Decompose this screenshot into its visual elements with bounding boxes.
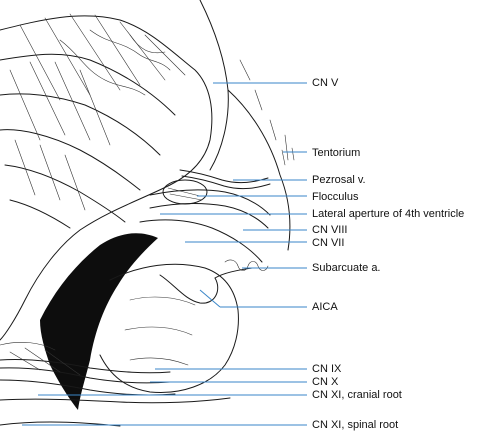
dark-cavity [40,233,158,410]
label-lateral-aperture: Lateral aperture of 4th ventricle [312,208,465,220]
label-cn-ix: CN IX [312,363,342,375]
nerve-bundle-drawing [139,169,271,263]
lower-cranial-nerves-drawing [0,341,231,427]
tentorium-drawing [199,0,295,251]
cerebellum-drawing [0,13,213,341]
leader-lines [22,82,307,426]
label-cn-xi-spinal: CN XI, spinal root [312,419,399,431]
label-flocculus: Flocculus [312,191,359,203]
lower-mass-drawing [99,259,269,394]
label-cn-vii: CN VII [312,237,345,249]
label-aica: AICA [312,301,338,313]
label-subarcuate-a: Subarcuate a. [312,262,381,274]
label-cn-x: CN X [312,376,339,388]
label-cn-viii: CN VIII [312,224,348,236]
leader-aica-diag [199,289,221,308]
label-tentorium: Tentorium [312,147,361,159]
label-petrosal-v: Pezrosal v. [312,174,366,186]
label-cn-v: CN V [312,77,339,89]
label-cn-xi-cranial: CN XI, cranial root [312,389,402,401]
